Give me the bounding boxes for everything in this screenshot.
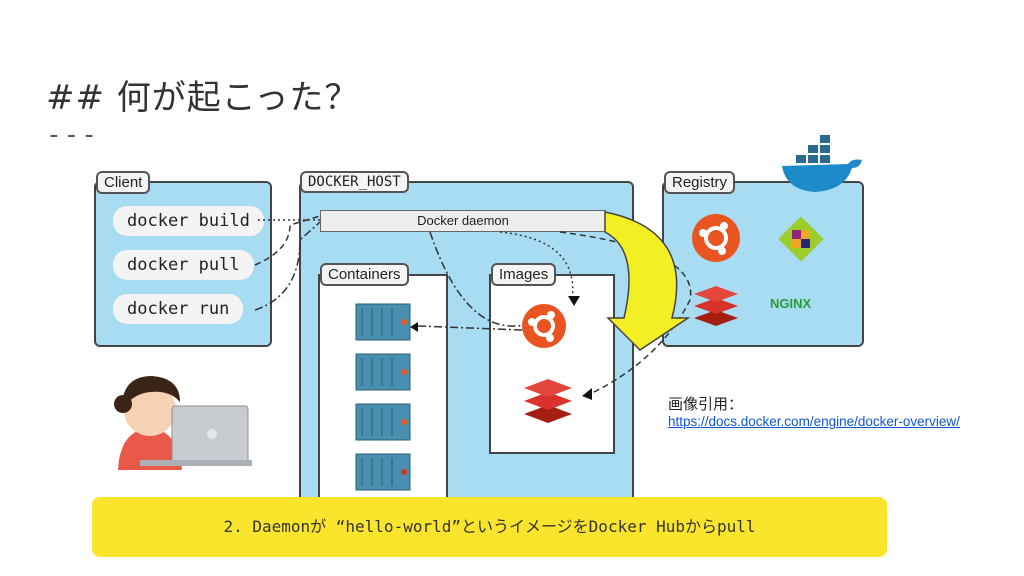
- person-with-laptop-illustration: [114, 376, 252, 470]
- command-docker-pull: docker pull: [113, 250, 254, 280]
- containers-box: [318, 274, 448, 504]
- images-box: [489, 274, 615, 454]
- caption-banner: 2. Daemonが “hello-world”というイメージをDocker H…: [92, 497, 887, 557]
- page-title: ## 何が起こった？: [46, 78, 360, 118]
- image-credit-link[interactable]: https://docs.docker.com/engine/docker-ov…: [668, 414, 960, 429]
- images-label: Images: [491, 263, 557, 286]
- image-credit-label: 画像引用：: [668, 395, 744, 413]
- docker-host-label: DOCKER_HOST: [300, 171, 409, 193]
- command-docker-build: docker build: [113, 206, 264, 236]
- command-docker-run: docker run: [113, 294, 244, 324]
- client-label: Client: [96, 171, 151, 194]
- containers-label: Containers: [320, 263, 409, 286]
- registry-panel: [662, 181, 864, 347]
- separator: ---: [46, 120, 99, 150]
- registry-label: Registry: [664, 171, 736, 194]
- docker-daemon-bar: Docker daemon: [320, 210, 606, 232]
